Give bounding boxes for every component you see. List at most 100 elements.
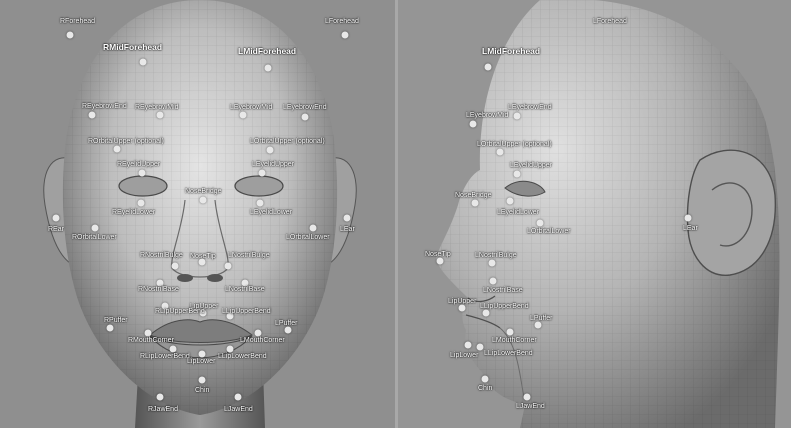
- side-label-l-orbital-upper: LOrbitalUpper (optional): [477, 141, 552, 149]
- side-marker-l-lip-lower-bend: [477, 344, 484, 351]
- side-label-lip-lower: LipLower: [450, 352, 478, 360]
- front-marker-r-mid-forehead: [140, 59, 147, 66]
- front-marker-l-forehead: [342, 32, 349, 39]
- front-label-r-eyelid-upper: REyelidUpper: [117, 161, 160, 169]
- side-marker-l-orbital-lower: [537, 220, 544, 227]
- right-nostril: [177, 274, 193, 282]
- side-marker-l-jaw-end: [524, 394, 531, 401]
- side-label-l-mouth-corner: LMouthCorner: [492, 337, 537, 345]
- side-marker-l-nostril-base: [490, 278, 497, 285]
- front-marker-lip-lower: [199, 351, 206, 358]
- front-marker-r-eyebrow-mid: [157, 112, 164, 119]
- front-label-r-jaw-end: RJawEnd: [148, 406, 178, 414]
- side-label-chin: Chin: [478, 385, 492, 393]
- side-marker-l-eyelid-lower: [507, 198, 514, 205]
- front-label-r-eyebrow-end: REyebrowEnd: [82, 103, 127, 111]
- side-marker-l-nostril-bulge: [489, 260, 496, 267]
- front-label-l-lip-upper-bend: LLipUpperBend: [222, 308, 271, 316]
- front-label-nose-bridge: NoseBridge: [185, 188, 222, 196]
- front-marker-r-orbital-lower: [92, 225, 99, 232]
- front-label-r-eyebrow-mid: REyebrowMid: [135, 104, 179, 112]
- front-marker-l-eyelid-lower: [257, 200, 264, 207]
- front-label-r-nostril-base: RNostrilBase: [138, 286, 179, 294]
- front-marker-r-mouth-corner: [145, 330, 152, 337]
- front-label-l-orbital-lower: LOrbitalLower: [286, 234, 330, 242]
- front-marker-l-eyebrow-mid: [240, 112, 247, 119]
- side-marker-l-orbital-upper: [497, 149, 504, 156]
- front-label-l-mid-forehead: LMidForehead: [238, 46, 296, 56]
- side-marker-chin: [482, 376, 489, 383]
- side-label-l-nostril-base: LNostrilBase: [483, 287, 523, 295]
- right-eye-shape: [119, 176, 167, 196]
- front-marker-l-jaw-end: [235, 394, 242, 401]
- front-marker-r-lip-lower-bend: [170, 346, 177, 353]
- front-marker-r-jaw-end: [157, 394, 164, 401]
- front-label-r-eyelid-lower: REyelidLower: [112, 209, 155, 217]
- front-label-l-orbital-upper: LOrbitalUpper (optional): [250, 138, 325, 146]
- front-marker-nose-bridge: [200, 197, 207, 204]
- front-marker-r-eyelid-upper: [139, 170, 146, 177]
- side-marker-lip-upper: [459, 305, 466, 312]
- front-marker-l-orbital-upper: [267, 147, 274, 154]
- front-marker-nose-tip: [199, 259, 206, 266]
- front-marker-l-lip-lower-bend: [227, 346, 234, 353]
- front-label-l-mouth-corner: LMouthCorner: [240, 337, 285, 345]
- front-label-r-puffer: RPuffer: [104, 317, 128, 325]
- side-marker-nose-tip: [437, 258, 444, 265]
- front-marker-l-ear: [344, 215, 351, 222]
- front-label-r-nostril-bulge: RNostrilBulge: [140, 252, 183, 260]
- front-marker-r-forehead: [67, 32, 74, 39]
- front-marker-r-eyelid-lower: [138, 200, 145, 207]
- front-label-r-mouth-corner: RMouthCorner: [128, 337, 174, 345]
- side-marker-l-puffer: [535, 322, 542, 329]
- side-marker-l-mouth-corner: [507, 329, 514, 336]
- front-label-l-jaw-end: LJawEnd: [224, 406, 253, 414]
- side-label-l-puffer: LPuffer: [530, 315, 552, 323]
- view-divider: [395, 0, 398, 428]
- front-marker-l-mid-forehead: [265, 65, 272, 72]
- left-nostril: [207, 274, 223, 282]
- front-marker-l-mouth-corner: [255, 330, 262, 337]
- side-label-l-eyebrow-mid: LEyebrowMid: [466, 112, 508, 120]
- front-label-r-orbital-lower: ROrbitalLower: [72, 234, 117, 242]
- front-marker-l-eyelid-upper: [259, 170, 266, 177]
- side-label-l-forehead: LForehead: [593, 18, 627, 26]
- side-label-l-eyelid-lower: LEyelidLower: [497, 209, 539, 217]
- front-marker-r-nostril-bulge: [172, 263, 179, 270]
- side-label-l-ear: LEar: [683, 225, 698, 233]
- side-label-l-orbital-lower: LOrbitalLower: [527, 228, 571, 236]
- front-label-r-lip-lower-bend: RLipLowerBend: [140, 353, 190, 361]
- front-label-l-eyelid-upper: LEyelidUpper: [252, 161, 294, 169]
- front-label-r-ear: REar: [48, 226, 64, 234]
- front-label-l-nostril-bulge: LNostrilBulge: [228, 252, 270, 260]
- front-label-r-forehead: RForehead: [60, 18, 95, 26]
- side-label-l-mid-forehead: LMidForehead: [482, 46, 540, 56]
- side-marker-nose-bridge: [472, 200, 479, 207]
- front-label-l-nostril-base: LNostrilBase: [225, 286, 265, 294]
- side-marker-lip-lower: [465, 342, 472, 349]
- front-marker-l-orbital-lower: [310, 225, 317, 232]
- front-label-chin: Chin: [195, 387, 209, 395]
- side-label-l-nostril-bulge: LNostrilBulge: [475, 252, 517, 260]
- front-label-r-lip-upper-bend: RLipUpperBend: [155, 308, 205, 316]
- front-label-lip-lower: LipLower: [187, 358, 215, 366]
- front-marker-r-ear: [53, 215, 60, 222]
- front-marker-r-puffer: [107, 325, 114, 332]
- side-marker-l-eyebrow-mid: [470, 121, 477, 128]
- left-eye-shape: [235, 176, 283, 196]
- side-marker-l-eyelid-upper: [514, 171, 521, 178]
- front-marker-l-eyebrow-end: [302, 114, 309, 121]
- front-marker-l-nostril-bulge: [225, 263, 232, 270]
- side-label-l-jaw-end: LJawEnd: [516, 403, 545, 411]
- side-marker-l-ear: [685, 215, 692, 222]
- front-label-r-mid-forehead: RMidForehead: [103, 42, 162, 52]
- front-label-l-eyebrow-mid: LEyebrowMid: [230, 104, 272, 112]
- front-label-l-eyelid-lower: LEyelidLower: [250, 209, 292, 217]
- front-marker-r-eyebrow-end: [89, 112, 96, 119]
- side-label-l-eyelid-upper: LEyelidUpper: [510, 162, 552, 170]
- side-label-l-lip-lower-bend: LLipLowerBend: [484, 350, 533, 358]
- side-marker-l-mid-forehead: [485, 64, 492, 71]
- front-marker-r-orbital-upper: [114, 146, 121, 153]
- front-label-l-forehead: LForehead: [325, 18, 359, 26]
- front-label-r-orbital-upper: ROrbitalUpper (optional): [88, 138, 164, 146]
